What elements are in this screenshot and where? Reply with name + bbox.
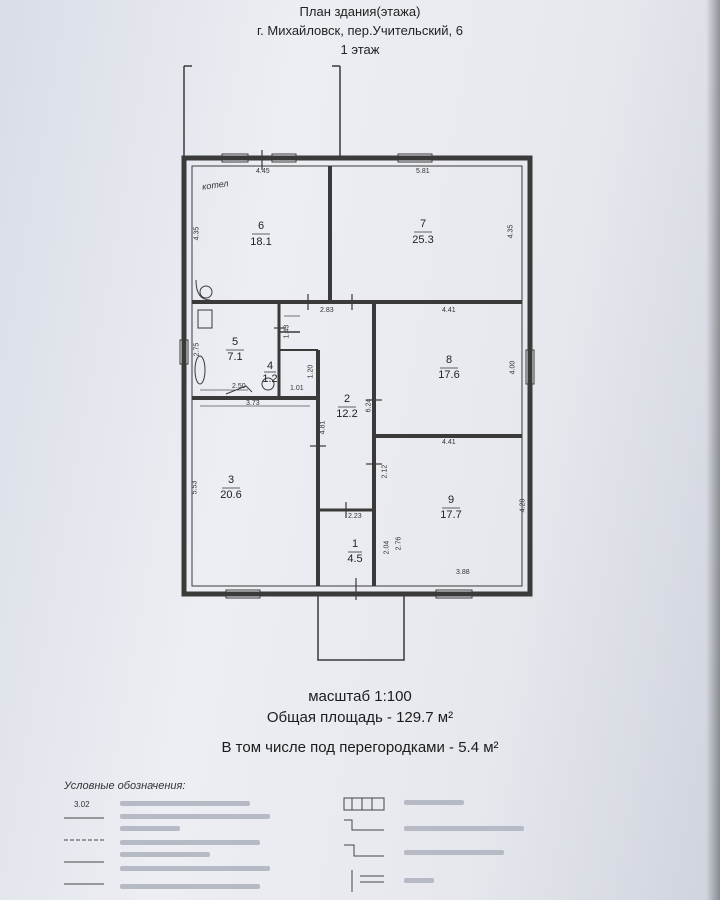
room-1-number: 1: [351, 538, 359, 550]
windows: [179, 153, 535, 599]
dim-388: 3.88: [456, 569, 470, 576]
partitions-area-text: В том числе под перегородками - 5.4 м²: [221, 739, 499, 756]
room-3-area: 20.6: [220, 489, 242, 501]
door-marks: [261, 150, 382, 600]
inner-wall-line: [191, 165, 523, 587]
room-7-area: 25.3: [412, 234, 434, 246]
dimension-ticks: [200, 315, 310, 407]
room-8-area: 17.6: [438, 369, 460, 381]
legend-first-value: 3.02: [74, 800, 90, 809]
scale-text: масштаб 1:100: [308, 688, 412, 705]
fixtures: [194, 279, 275, 395]
top-porch: [183, 65, 341, 158]
legend-door-symbol-3: [351, 870, 384, 892]
room-4-number: 4: [266, 360, 274, 372]
room-3-number: 3: [227, 474, 235, 486]
dim-441-lower: 4.41: [442, 439, 456, 446]
room-5-area: 7.1: [227, 351, 243, 363]
bottom-porch: [317, 594, 405, 661]
room-2-area: 12.2: [336, 408, 358, 420]
address-line: г. Михайловск, пер.Учительский, 6: [257, 23, 463, 38]
legend-title: Условные обозначения:: [64, 780, 186, 792]
legend-faint-text: [120, 800, 524, 889]
total-area-text: Общая площадь - 129.7 м²: [266, 709, 454, 726]
dim-373: 3.73: [246, 400, 260, 407]
room-5-number: 5: [231, 336, 239, 348]
room-1-area: 4.5: [347, 553, 363, 565]
dim-283: 2.83: [320, 307, 334, 314]
dim-250: 2.50: [232, 383, 246, 390]
legend-door-symbol-2: [344, 844, 384, 857]
dim-101: 1.01: [290, 385, 304, 392]
room-2-number: 2: [343, 393, 351, 405]
room-4-area: 1.2: [262, 373, 278, 385]
dim-581: 5.81: [416, 168, 430, 175]
room-9-number: 9: [447, 494, 455, 506]
title-line-1: План здания(этажа): [299, 4, 421, 19]
legend-door-symbol-1: [344, 819, 384, 831]
room-9-area: 17.7: [440, 509, 462, 521]
dim-445: 4.45: [256, 168, 270, 175]
room-8-number: 8: [445, 354, 453, 366]
dim-223: 2.23: [348, 513, 362, 520]
room-7-number: 7: [419, 218, 427, 230]
legend-window-symbol: [343, 797, 385, 811]
page-shadow: [706, 0, 720, 900]
room-6-area: 18.1: [250, 236, 272, 248]
dim-441-upper: 4.41: [442, 307, 456, 314]
room-6-number: 6: [257, 220, 265, 232]
floor-line: 1 этаж: [340, 42, 380, 57]
